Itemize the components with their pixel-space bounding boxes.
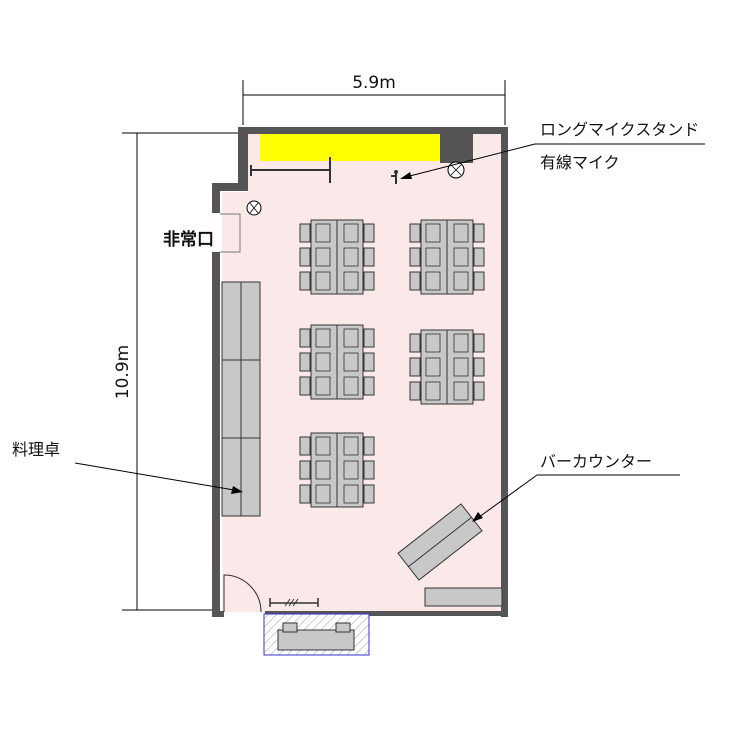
entrance-rack — [269, 598, 319, 607]
table-group-4 — [409, 329, 485, 405]
stage-area — [260, 134, 440, 161]
emergency-exit-label: 非常口 — [163, 229, 214, 250]
table-group-3 — [299, 324, 375, 400]
cooking-table-annotation: 料理卓 — [12, 440, 243, 494]
entrance-door — [223, 574, 262, 613]
table-group-2 — [409, 219, 485, 295]
table-group-5 — [299, 432, 375, 508]
bar-counter-label: バーカウンター — [540, 452, 652, 471]
wired-mic-icon — [391, 170, 398, 184]
entrance-outside — [263, 613, 370, 656]
width-dimension: 5.9m — [242, 73, 506, 125]
bar-counter-annotation: バーカウンター — [472, 452, 680, 522]
width-label: 5.9m — [352, 73, 396, 93]
long-mic-stand — [250, 157, 331, 183]
bar-counter — [397, 503, 503, 607]
wired-mic-label: 有線マイク — [540, 153, 620, 172]
long-mic-stand-label: ロングマイクスタンド — [540, 120, 699, 139]
table-group-1 — [299, 219, 375, 295]
cooking-table — [221, 281, 261, 517]
height-dimension: 10.9m — [113, 132, 243, 611]
room-walls — [212, 127, 508, 617]
cooking-table-label: 料理卓 — [12, 440, 60, 459]
speaker-top-right-icon — [447, 161, 465, 179]
height-label: 10.9m — [113, 345, 133, 399]
emergency-exit: 非常口 — [163, 200, 262, 253]
mic-annotation: ロングマイクスタンド 有線マイク — [400, 120, 705, 179]
